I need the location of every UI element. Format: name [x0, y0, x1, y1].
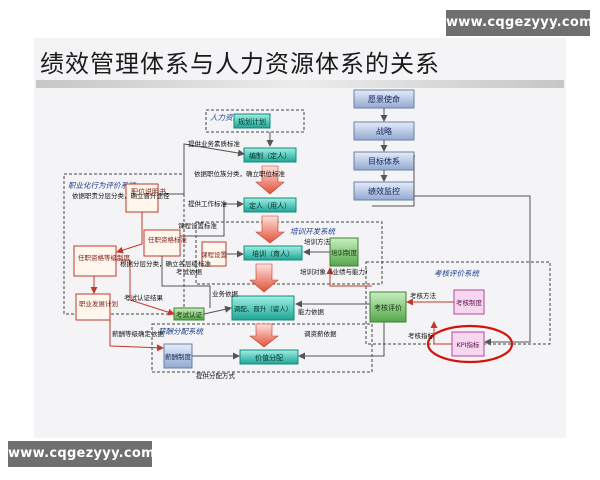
- page-title: 绩效管理体系与人力资源体系的关系: [40, 50, 440, 78]
- label-by-job-ladder: 依据职责分层分类，确立晋升途径: [72, 191, 170, 200]
- career-system-title: 职业化行为评价系统: [68, 181, 137, 190]
- down-arrow-1: [255, 165, 285, 195]
- adjust-box: [231, 295, 295, 321]
- label-assess-index: 考核指标: [408, 331, 435, 340]
- down-arrow-3: [249, 263, 279, 293]
- train-people-box: [243, 245, 303, 261]
- course-label: 课程设置: [201, 250, 228, 259]
- down-arrow-4: [249, 323, 279, 348]
- label-assess-method: 考核方法: [410, 291, 437, 300]
- perf-monitor-label: 绩效监控: [368, 186, 400, 196]
- kpi-highlight-circle: [426, 324, 514, 364]
- qualification-grade-box: [73, 245, 117, 277]
- label-business-basis: 业务依据: [212, 289, 239, 298]
- planning-box: [233, 113, 271, 129]
- career-system-region: [63, 173, 185, 315]
- comp-dist-label: 价值分配: [255, 353, 283, 362]
- qualification-grade-label: 任职资格等级制度: [78, 253, 131, 262]
- hr-performance-diagram: 职业化行为评价系统 人力资源规划系统 培训开发系统 薪酬分配系统 考核评价系统 …: [63, 89, 551, 380]
- planning-label: 规划计划: [238, 117, 266, 126]
- training-system-title: 培训开发系统: [290, 227, 336, 236]
- watermark-bottom: www.cqgezyyy.com: [8, 441, 155, 467]
- title-divider: [36, 80, 564, 88]
- label-comp-adjust: 调资薪依据: [304, 329, 337, 338]
- assess-system-label: 考核制度: [456, 298, 483, 307]
- label-provide-work: 提供工作标准: [188, 199, 228, 208]
- label-training-method: 培训方法: [304, 237, 331, 246]
- assessment-system-title: 考核评价系统: [434, 269, 480, 278]
- down-arrow-2: [255, 215, 285, 244]
- comp-system-box: [163, 343, 193, 369]
- strategy-label: 战略: [376, 126, 392, 136]
- assess-eval-label: 考核评价: [374, 303, 402, 312]
- label-training-target: 培训对象（业绩与能力）: [300, 267, 372, 276]
- training-system-region: [195, 221, 383, 285]
- label-provide-business: 提供业务素质标准: [188, 139, 241, 148]
- headcount-label: 编制（定人）: [249, 151, 291, 160]
- compensation-system-title: 薪酬分配系统: [158, 327, 204, 336]
- goal-system-label: 目标体系: [368, 156, 400, 166]
- cert-label: 考试认证: [176, 310, 203, 319]
- slide-background: [34, 38, 566, 438]
- kpi-box: [451, 331, 485, 357]
- qualification-std-box: [143, 229, 181, 257]
- assess-system-box: [453, 289, 485, 315]
- label-comp-grade: 薪酬等级确定依据: [112, 329, 165, 338]
- job-desc-box: [125, 183, 159, 213]
- label-exam-basis: 考试依据: [176, 267, 203, 276]
- assess-eval-box: [369, 291, 407, 323]
- career-plan-label: 职业发展计划: [79, 299, 118, 308]
- comp-system-label: 薪酬制度: [165, 352, 192, 361]
- watermark-top: www.cqgezyyy.com: [446, 10, 593, 36]
- kpi-label: KPI指标: [456, 340, 480, 349]
- label-by-job: 依据职位族分类，确立职位标准: [194, 169, 286, 178]
- vision-label: 愿景使命: [368, 94, 400, 104]
- qualification-std-label: 任职资格标准: [148, 235, 188, 244]
- adjust-label: 调配、晋升（留人）: [234, 304, 293, 313]
- label-provide-method: 提供分配方式: [196, 371, 236, 380]
- label-ability-basis: 能力依据: [298, 307, 325, 316]
- label-exam-cert: 考试认证结果: [124, 293, 164, 302]
- label-course-std: 课程设置标准: [178, 221, 218, 230]
- training-inst-label: 培训制度: [331, 248, 358, 257]
- job-desc-label: 职位说明书: [131, 187, 166, 196]
- label-by-level: 根据分层分类，确立各层级标准: [120, 259, 212, 268]
- staffing-label: 定人（用人）: [249, 201, 291, 210]
- staffing-box: [243, 197, 297, 213]
- train-people-label: 培训（育人）: [252, 249, 294, 258]
